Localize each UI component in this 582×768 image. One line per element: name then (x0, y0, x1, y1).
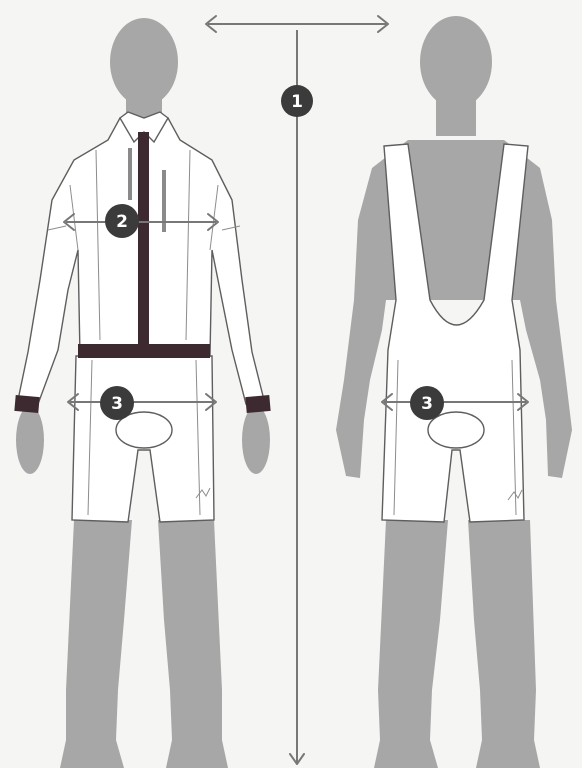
hips-back-marker: 3 (410, 386, 444, 420)
right-cuff (245, 395, 270, 413)
front-zipper (138, 132, 149, 348)
height-marker: 1 (281, 85, 313, 117)
front-chest-print (128, 148, 132, 200)
back-figure (336, 16, 572, 768)
front-figure (14, 18, 270, 768)
chest-marker-label: 2 (116, 212, 128, 232)
height-marker-label: 1 (291, 92, 303, 112)
back-shorts-pad (428, 412, 484, 448)
hips-front-marker-label: 3 (111, 394, 123, 414)
left-cuff (14, 395, 39, 413)
hips-back-marker-label: 3 (421, 394, 433, 414)
chest-marker: 2 (105, 204, 139, 238)
front-jacket-hem (78, 344, 210, 358)
hips-front-marker: 3 (100, 386, 134, 420)
